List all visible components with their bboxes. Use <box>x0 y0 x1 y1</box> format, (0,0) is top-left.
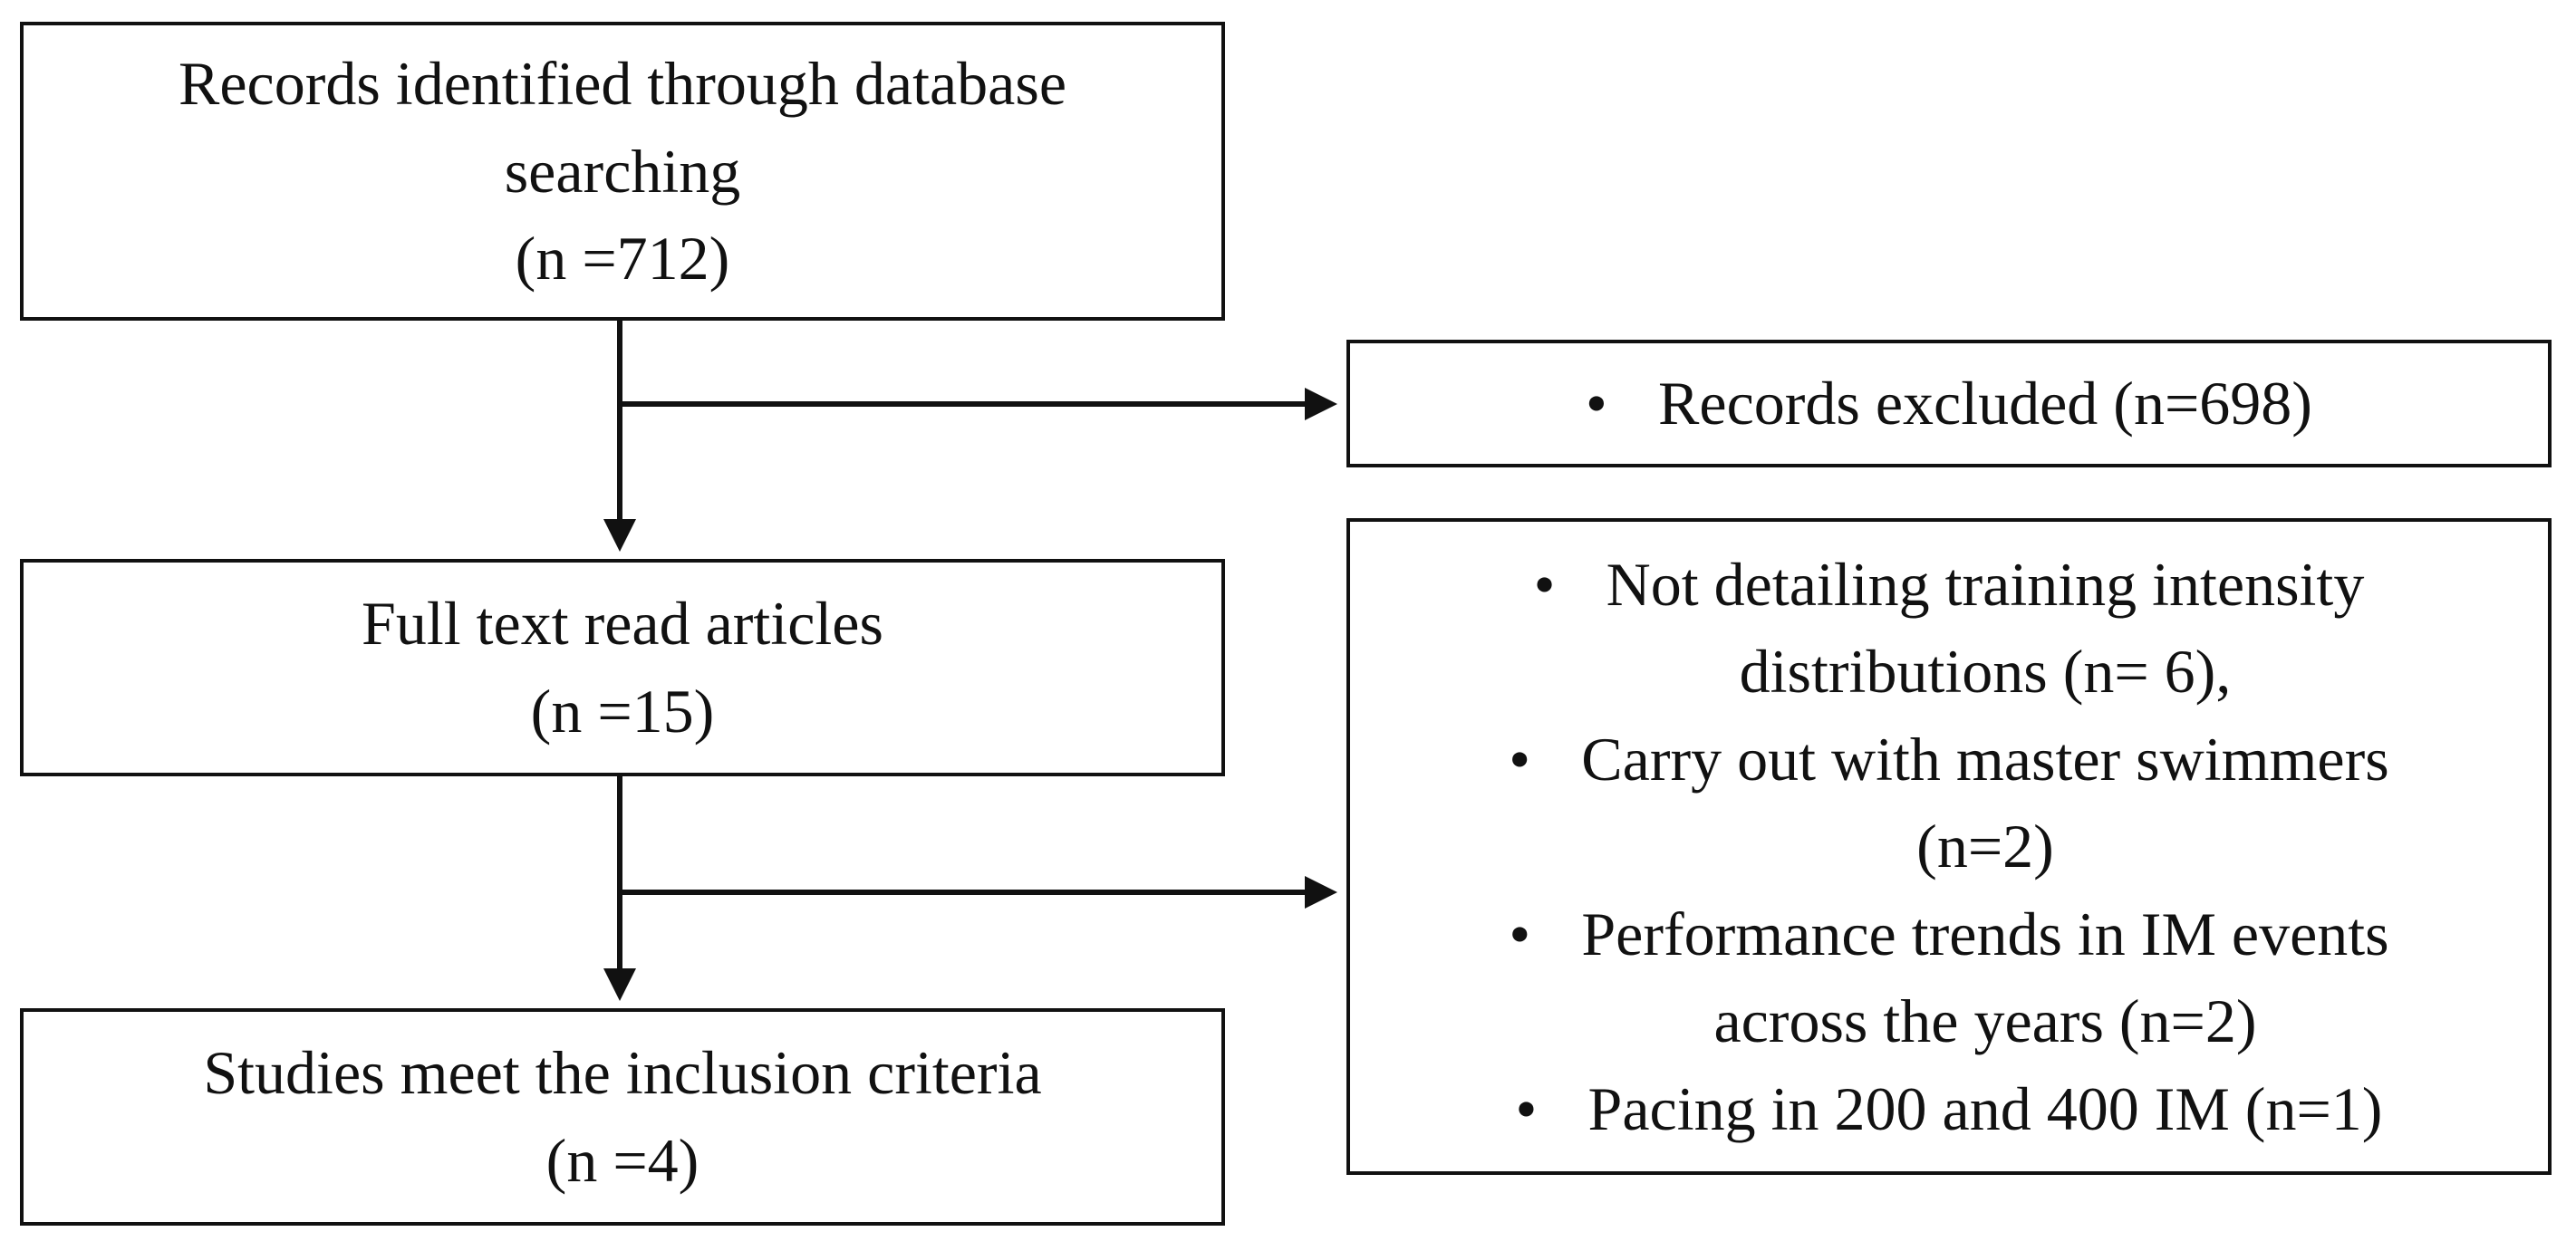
reason-item: • Carry out with master swimmers (n=2) <box>1509 716 2388 890</box>
bullet-marker: • <box>1533 549 1556 619</box>
reason-line: Carry out with master swimmers <box>1581 724 2389 794</box>
node-exclusion-reasons: • Not detailing training intensity distr… <box>1346 518 2552 1175</box>
reason-line: (n=2) <box>1916 812 2054 881</box>
node-studies-included: Studies meet the inclusion criteria (n =… <box>20 1008 1225 1226</box>
node-records-excluded: • Records excluded (n=698) <box>1346 340 2552 467</box>
excluded-item: • Records excluded (n=698) <box>1586 360 2312 447</box>
reason-item: • Pacing in 200 and 400 IM (n=1) <box>1516 1065 2383 1153</box>
bullet-marker: • <box>1509 724 1531 794</box>
node-full-text-read: Full text read articles (n =15) <box>20 559 1225 776</box>
bullet-marker: • <box>1509 899 1531 968</box>
excluded-text: Records excluded (n=698) <box>1658 369 2312 438</box>
reason-item: • Not detailing training intensity distr… <box>1534 541 2365 716</box>
node-line: searching <box>504 136 741 206</box>
node-count: (n =4) <box>545 1126 699 1195</box>
reason-line: Not detailing training intensity <box>1606 549 2365 619</box>
reason-line: distributions (n= 6), <box>1739 637 2232 707</box>
node-count: (n =15) <box>530 677 715 746</box>
reason-line: across the years (n=2) <box>1713 986 2257 1056</box>
bullet-marker: • <box>1515 1073 1538 1143</box>
node-count: (n =712) <box>515 224 730 294</box>
node-line: Full text read articles <box>362 589 883 659</box>
node-line: Records identified through database <box>178 49 1067 119</box>
reason-line: Pacing in 200 and 400 IM (n=1) <box>1587 1073 2383 1143</box>
node-records-identified: Records identified through database sear… <box>20 22 1225 321</box>
reason-line: Performance trends in IM events <box>1581 899 2389 968</box>
node-line: Studies meet the inclusion criteria <box>203 1038 1042 1108</box>
reason-item: • Performance trends in IM events across… <box>1509 890 2388 1065</box>
bullet-marker: • <box>1586 369 1607 438</box>
